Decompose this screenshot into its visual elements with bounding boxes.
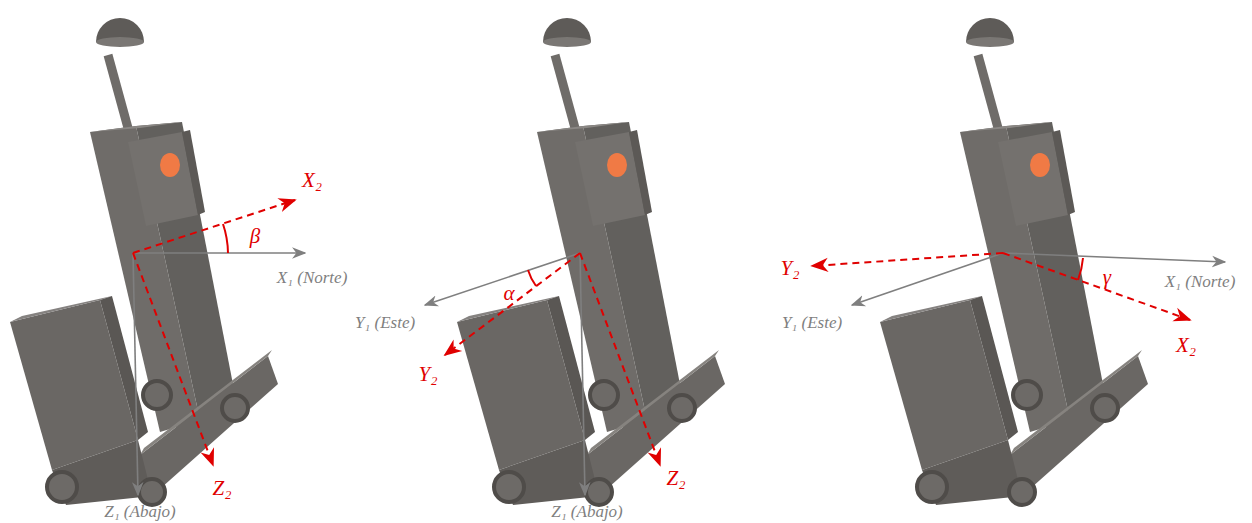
axis-label: X₁ (Norte)	[1165, 273, 1236, 290]
angle-label: γ	[1103, 267, 1111, 288]
axis-label: Y₂	[419, 364, 438, 385]
axis-label: Z₂	[667, 468, 686, 489]
axis-label: Z₁ (Abajo)	[104, 502, 176, 519]
axis-label: Z₁ (Abajo)	[551, 502, 623, 519]
axis-label: Z₂	[213, 478, 232, 499]
axis-label: X₂	[302, 170, 322, 191]
axis-label: Y₁ (Este)	[782, 314, 842, 331]
angle-label: α	[503, 283, 514, 304]
axis-label: X₂	[1176, 335, 1196, 356]
axis-label: X₁ (Norte)	[277, 269, 348, 286]
angle-label: β	[250, 226, 260, 247]
axis-label: Y₂	[781, 258, 800, 279]
axis-label: Y₁ (Este)	[355, 314, 415, 331]
